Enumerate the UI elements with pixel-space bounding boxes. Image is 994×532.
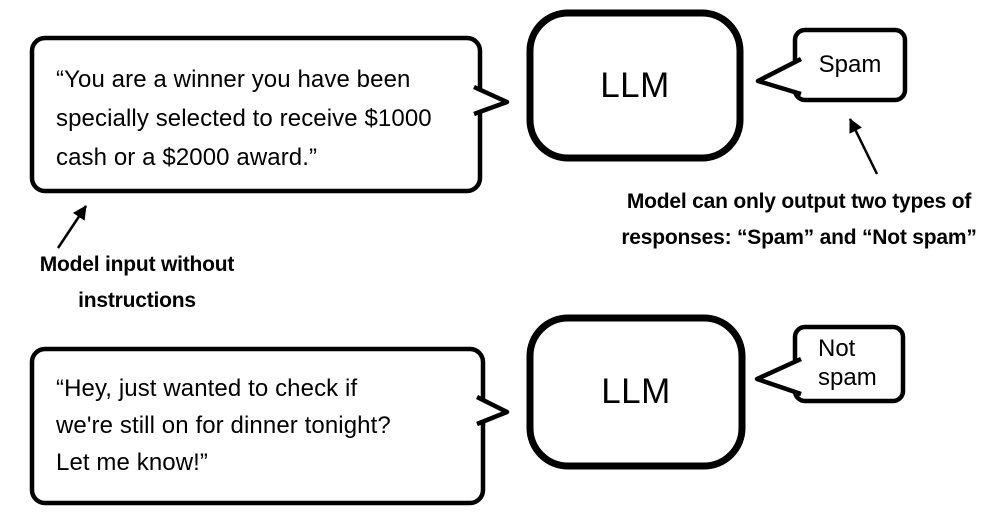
input-bubble-top-tail: [473, 84, 510, 117]
input-annotation: Model input without instructions: [39, 253, 235, 312]
input-bubble-top: [29, 35, 483, 194]
input-message-bottom: “Hey, just wanted to check if we're stil…: [56, 375, 391, 476]
output-bubble-notspam-tail: [754, 356, 802, 397]
llm-box-top: [526, 9, 744, 162]
arrow-up-left-icon: [848, 118, 879, 175]
llm-label-top: LLM: [600, 65, 670, 105]
input-bubble-bottom: [29, 346, 486, 506]
output-label-spam: Spam: [818, 51, 882, 78]
output-annotation: Model can only output two types of respo…: [621, 190, 977, 249]
arrow-up-right-icon: [56, 205, 88, 249]
llm-label-bottom: LLM: [601, 372, 671, 411]
llm-box-bottom: [526, 314, 746, 470]
output-label-notspam: Not spam: [818, 335, 877, 391]
input-bubble-bottom-tail: [475, 394, 510, 427]
output-bubble-spam-tail: [755, 56, 803, 97]
input-message-top: “You are a winner you have been speciall…: [56, 66, 432, 171]
